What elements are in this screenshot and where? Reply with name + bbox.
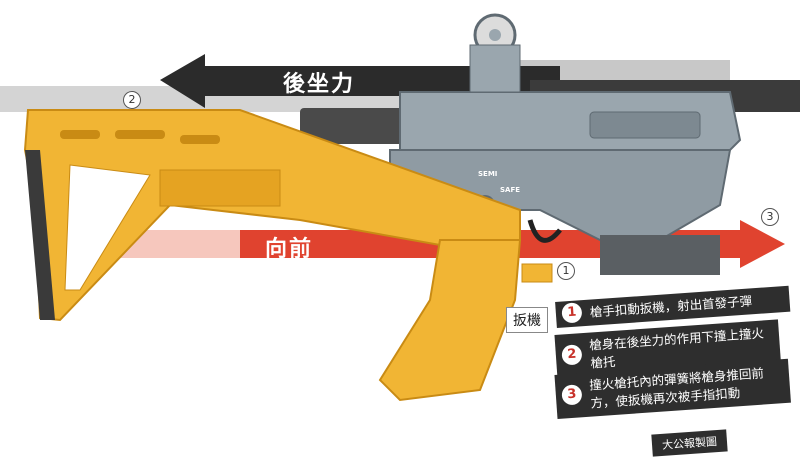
recoil-label: 後坐力 — [283, 72, 356, 97]
note-1-text: 槍手扣動扳機，射出首發子彈 — [589, 293, 753, 320]
pistol-grip — [378, 239, 522, 402]
note-1-number: 1 — [561, 302, 583, 324]
safe-label: SAFE — [500, 186, 521, 194]
stock-slot-3 — [180, 135, 220, 144]
forward-label: 向前 — [265, 237, 314, 262]
trigger-callout: 扳機 — [506, 307, 548, 333]
note-3-number: 3 — [561, 384, 583, 406]
ejection-port — [589, 111, 701, 139]
note-3-text: 撞火槍托內的彈簧將槍身推回前方，使扳機再次被手指扣動 — [588, 365, 765, 411]
rear-shadow — [520, 60, 730, 80]
marker-2: 2 — [123, 91, 141, 109]
buffer-tube — [300, 108, 420, 144]
rear-sight-center — [489, 29, 501, 41]
stock-grid — [159, 169, 281, 207]
semi-label: SEMI — [478, 170, 498, 178]
marker-3: 3 — [761, 208, 779, 226]
stock-cutout — [64, 164, 151, 291]
rifle-receiver — [300, 13, 800, 275]
trigger-finger-rest — [521, 263, 553, 283]
marker-1: 1 — [557, 262, 575, 280]
trigger-guard — [527, 219, 562, 243]
stock-slot-2 — [115, 130, 165, 139]
rear-sight-base — [469, 44, 521, 93]
stock-buttplate — [25, 150, 55, 320]
note-2-number: 2 — [561, 344, 583, 366]
stock-slot-1 — [60, 130, 100, 139]
bump-stock — [23, 109, 553, 402]
magazine — [600, 235, 720, 275]
